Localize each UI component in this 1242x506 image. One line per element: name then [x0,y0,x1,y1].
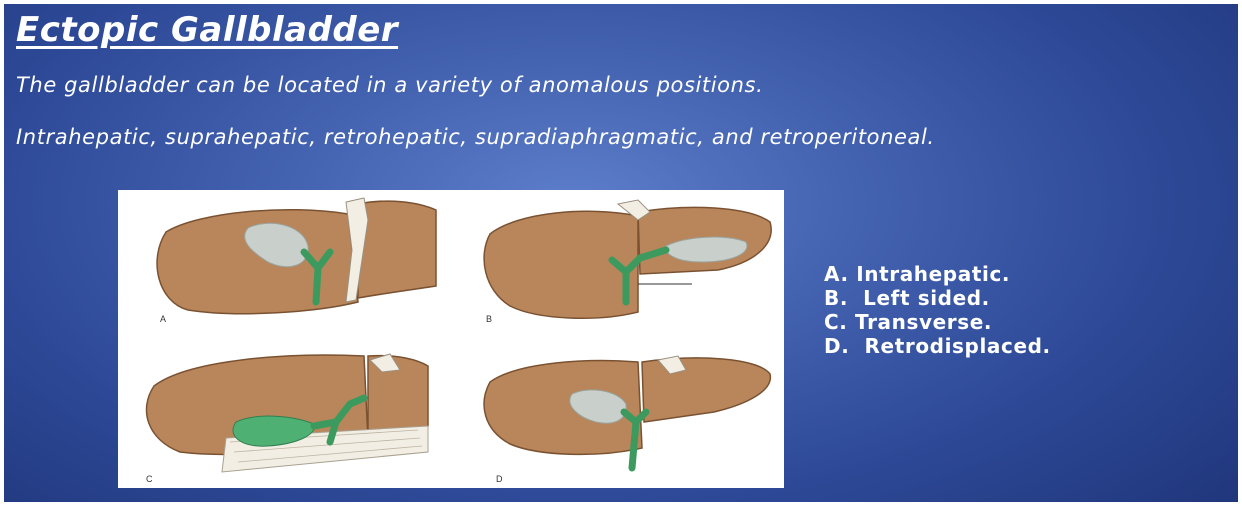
legend-item-a: A. Intrahepatic. [824,262,1051,286]
panel-d-illustration [484,356,770,468]
intro-text: The gallbladder can be located in a vari… [16,72,1216,98]
panel-label-b: B [486,314,492,324]
legend-item-c: C. Transverse. [824,310,1051,334]
panel-label-a: A [160,314,166,324]
panel-b-illustration [484,200,771,318]
liver-illustration: A B C D [118,190,784,488]
panel-a-illustration [157,198,436,314]
legend-item-b: B. Left sided. [824,286,1051,310]
panel-label-d: D [496,474,503,484]
panel-legend: A. Intrahepatic. B. Left sided. C. Trans… [824,262,1051,358]
panel-label-c: C [146,474,153,484]
slide-title: Ectopic Gallbladder [16,10,398,50]
legend-item-d: D. Retrodisplaced. [824,334,1051,358]
liver-illustration-figure: A B C D [118,190,784,488]
panel-c-illustration [146,354,428,472]
slide: Ectopic Gallbladder The gallbladder can … [4,4,1238,502]
locations-text: Intrahepatic, suprahepatic, retrohepatic… [16,124,1176,150]
